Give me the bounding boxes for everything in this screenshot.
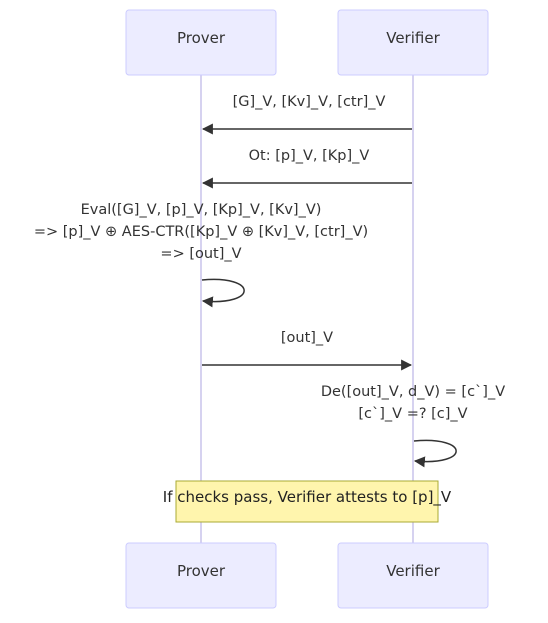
verifier-actor-label: Verifier [386,29,440,47]
message-1-label: [G]_V, [Kv]_V, [ctr]_V [233,94,386,110]
message-3-self-arrow [201,278,245,308]
prover-actor-bottom: Prover [125,542,277,609]
prover-actor-top: Prover [125,9,277,76]
verifier-actor-bottom: Verifier [337,542,489,609]
message-5-label-line1: De([out]_V, d_V) = [c`]_V [321,384,505,400]
message-3-label-line1: Eval([G]_V, [p]_V, [Kp]_V, [Kv]_V) [81,202,322,218]
prover-actor-bottom-label: Prover [177,562,226,580]
message-3-label-line3: => [out]_V [160,246,241,262]
message-5-label-line2: [c`]_V =? [c]_V [358,406,467,422]
message-4-label: [out]_V [281,330,333,346]
prover-actor-label: Prover [177,29,226,47]
message-2-label: Ot: [p]_V, [Kp]_V [249,148,370,164]
note: If checks pass, Verifier attests to [p]_… [163,480,452,523]
note-text: If checks pass, Verifier attests to [p]_… [163,488,452,507]
message-3-label-line2: => [p]_V ⊕ AES-CTR([Kp]_V ⊕ [Kv]_V, [ctr… [34,224,368,240]
verifier-actor-top: Verifier [337,9,489,76]
message-5-self-arrow [413,439,457,468]
verifier-actor-bottom-label: Verifier [386,562,440,580]
